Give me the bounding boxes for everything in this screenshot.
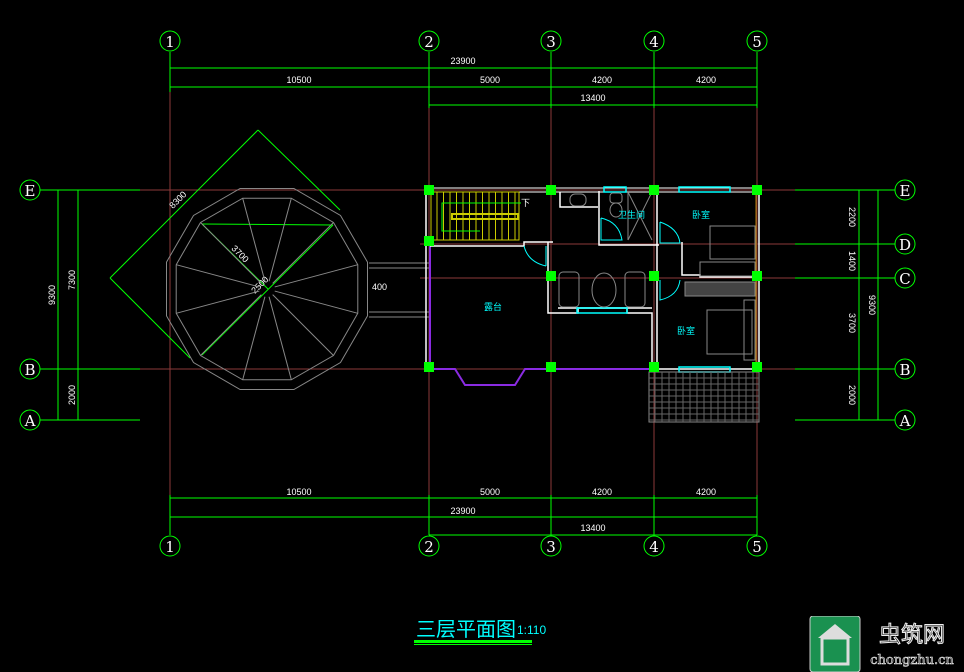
stair-down-label: 下 [521,198,530,208]
room-label-terrace: 露台 [484,301,502,313]
axis-label: 4 [649,33,659,51]
axis-bubble: 3 [540,535,562,557]
dim-right-seg: 2200 [847,207,857,227]
staircase [430,191,521,241]
axis-extension-lines [40,52,895,536]
roof-rib [272,294,334,356]
drawing-scale: 1:110 [517,623,546,637]
room-label-bedroom: 卧室 [692,209,710,221]
axis-bubble: B [19,358,41,380]
axis-bubble: 1 [159,30,181,52]
roof-rib [200,294,262,356]
doors [523,217,681,301]
axis-label: A [24,412,36,430]
axis-bubble: A [894,409,916,431]
axis-label: 4 [649,538,659,556]
axis-bubble: 2 [418,30,440,52]
axis-label: C [899,270,910,288]
axis-label: 5 [752,33,762,51]
drawing-title: 三层平面图 [416,617,516,641]
roof-rib [268,198,292,282]
dim-bottom-seg: 4200 [696,487,716,497]
axis-label: A [899,412,911,430]
dodecagon-roof [166,188,368,390]
axis-bubble: 2 [418,535,440,557]
axis-label: E [25,182,36,200]
axis-label: D [899,236,911,254]
windows [576,186,731,373]
roof-outer-edge [166,188,368,390]
balcony-grating [648,371,760,423]
axis-bubble: D [894,233,916,255]
dim-bottom-seg: 5000 [480,487,500,497]
dim-top-seg: 4200 [592,75,612,85]
dim-right-total: 9300 [867,295,877,315]
axis-label: B [899,361,910,379]
axis-label: 2 [424,33,434,51]
dim-right-seg: 2000 [847,385,857,405]
svg-text:虫筑网: 虫筑网 [879,623,945,648]
title-underline [414,640,532,643]
axis-label: 2 [424,538,434,556]
title-underline-thin [414,644,532,645]
roof-rib [268,296,292,380]
dim-bottom-subtotal: 13400 [580,523,605,533]
axis-bubble: 4 [643,30,665,52]
room-label-bathroom: 卫生间 [618,209,645,221]
axis-bubble: C [894,267,916,289]
dim-top-seg: 10500 [286,75,311,85]
axis-bubble: E [894,179,916,201]
axis-bubble: B [894,358,916,380]
axis-bubble: 5 [746,30,768,52]
room-label-bedroom: 卧室 [677,325,695,337]
dim-right-seg: 3700 [847,313,857,333]
axis-label: 5 [752,538,762,556]
roof-rib [242,198,266,282]
dim-top-subtotal: 13400 [580,93,605,103]
axis-label: 1 [165,33,175,51]
dim-right-seg: 1400 [847,251,857,271]
connecting-walkway [369,262,429,318]
axis-label: E [900,182,911,200]
dim-top-seg: 4200 [696,75,716,85]
axis-bubble: 1 [159,535,181,557]
axis-bubble: 3 [540,30,562,52]
watermark-logo: 虫筑网 chongzhu.cn [808,616,964,672]
svg-text:chongzhu.cn: chongzhu.cn [870,653,954,668]
axis-bubble: E [19,179,41,201]
structural-columns [424,185,762,372]
axis-label: 3 [546,33,556,51]
dim-bottom-seg: 10500 [286,487,311,497]
roof-rib [176,264,260,288]
roof-rib [176,290,260,314]
axis-label: 3 [546,538,556,556]
axis-label: 1 [165,538,175,556]
axis-bubble: 4 [643,535,665,557]
roof-rib [200,222,262,284]
roof-rib [274,290,358,314]
axis-label: B [24,361,35,379]
dim-bottom-total: 23900 [450,506,475,516]
dim-roof-gap: 400 [372,282,387,292]
dim-bottom-seg: 4200 [592,487,612,497]
roof-rib [274,264,358,288]
dim-left-upper: 7300 [67,270,77,290]
dim-top-total: 23900 [450,56,475,66]
axis-bubble: A [19,409,41,431]
furniture [558,191,756,361]
roof-rib [272,222,334,284]
axis-bubble: 5 [746,535,768,557]
dim-left-total: 9300 [47,285,57,305]
dim-top-seg: 5000 [480,75,500,85]
roof-rib [242,296,266,380]
dim-left-lower: 2000 [67,385,77,405]
